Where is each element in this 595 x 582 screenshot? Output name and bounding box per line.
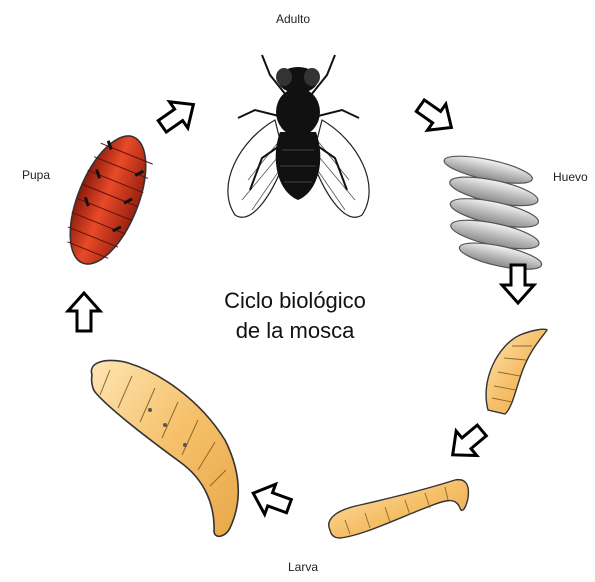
diagram-title-line-1: Ciclo biológico: [190, 286, 400, 316]
arrow-larva-medium-to-large: [248, 478, 295, 521]
label-pupa: Pupa: [22, 168, 50, 182]
diagram-title: Ciclo biológico de la mosca: [190, 286, 400, 346]
label-huevo: Huevo: [553, 170, 588, 184]
adult-fly-illustration: [228, 55, 369, 217]
medium-larva-illustration: [329, 480, 469, 538]
young-larva-illustration: [486, 329, 547, 414]
eggs-illustration: [425, 151, 561, 275]
label-adulto: Adulto: [276, 12, 310, 26]
arrow-adulto-to-huevo: [411, 93, 460, 141]
arrow-larva-young-to-medium: [442, 418, 492, 467]
large-larva-illustration: [91, 361, 238, 537]
arrow-huevo-to-larva: [502, 265, 534, 303]
arrow-pupa-to-adulto: [153, 91, 202, 139]
diagram-title-line-2: de la mosca: [190, 316, 400, 346]
arrow-larva-to-pupa: [68, 293, 100, 331]
label-larva: Larva: [288, 560, 318, 574]
pupa-illustration: [55, 126, 162, 275]
